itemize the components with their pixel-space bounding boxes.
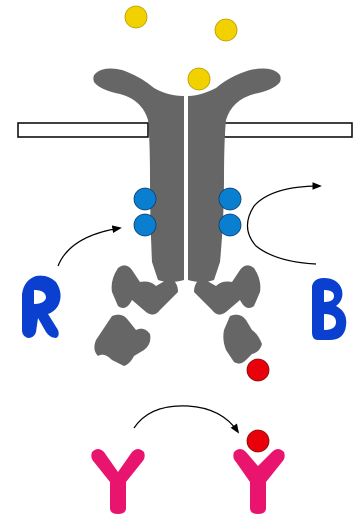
receptor-intracellular-right (194, 265, 261, 315)
curved-arrow-icon (246, 182, 322, 265)
binding-site-dot-icon (218, 187, 242, 211)
adaptor-y-left (91, 449, 145, 514)
protein-r-shape (22, 275, 61, 338)
adaptor-y-right (233, 449, 285, 514)
ligand-dot-icon (214, 18, 238, 42)
receptor-intracellular-left (111, 265, 178, 315)
curved-arrow-icon (133, 405, 240, 434)
protein-b-label: B (0, 0, 1, 1)
phosphate-dot-icon (246, 429, 270, 453)
membrane-left-segment (17, 122, 149, 138)
curved-arrow-icon (57, 225, 122, 267)
binding-site-dot-icon (133, 187, 157, 211)
binding-site-dot-icon (133, 213, 157, 237)
receptor-right-half (188, 68, 281, 282)
protein-b-shape (312, 278, 347, 340)
receptor-left-half (93, 68, 184, 282)
receptor-intracellular-right-arm (223, 314, 262, 364)
receptor-intracellular-left-arm (94, 314, 151, 366)
membrane-right-segment (223, 122, 353, 138)
ligand-dot-icon (187, 67, 211, 91)
binding-site-dot-icon (218, 213, 242, 237)
phosphate-dot-icon (246, 358, 270, 382)
ligand-dot-icon (124, 5, 148, 29)
